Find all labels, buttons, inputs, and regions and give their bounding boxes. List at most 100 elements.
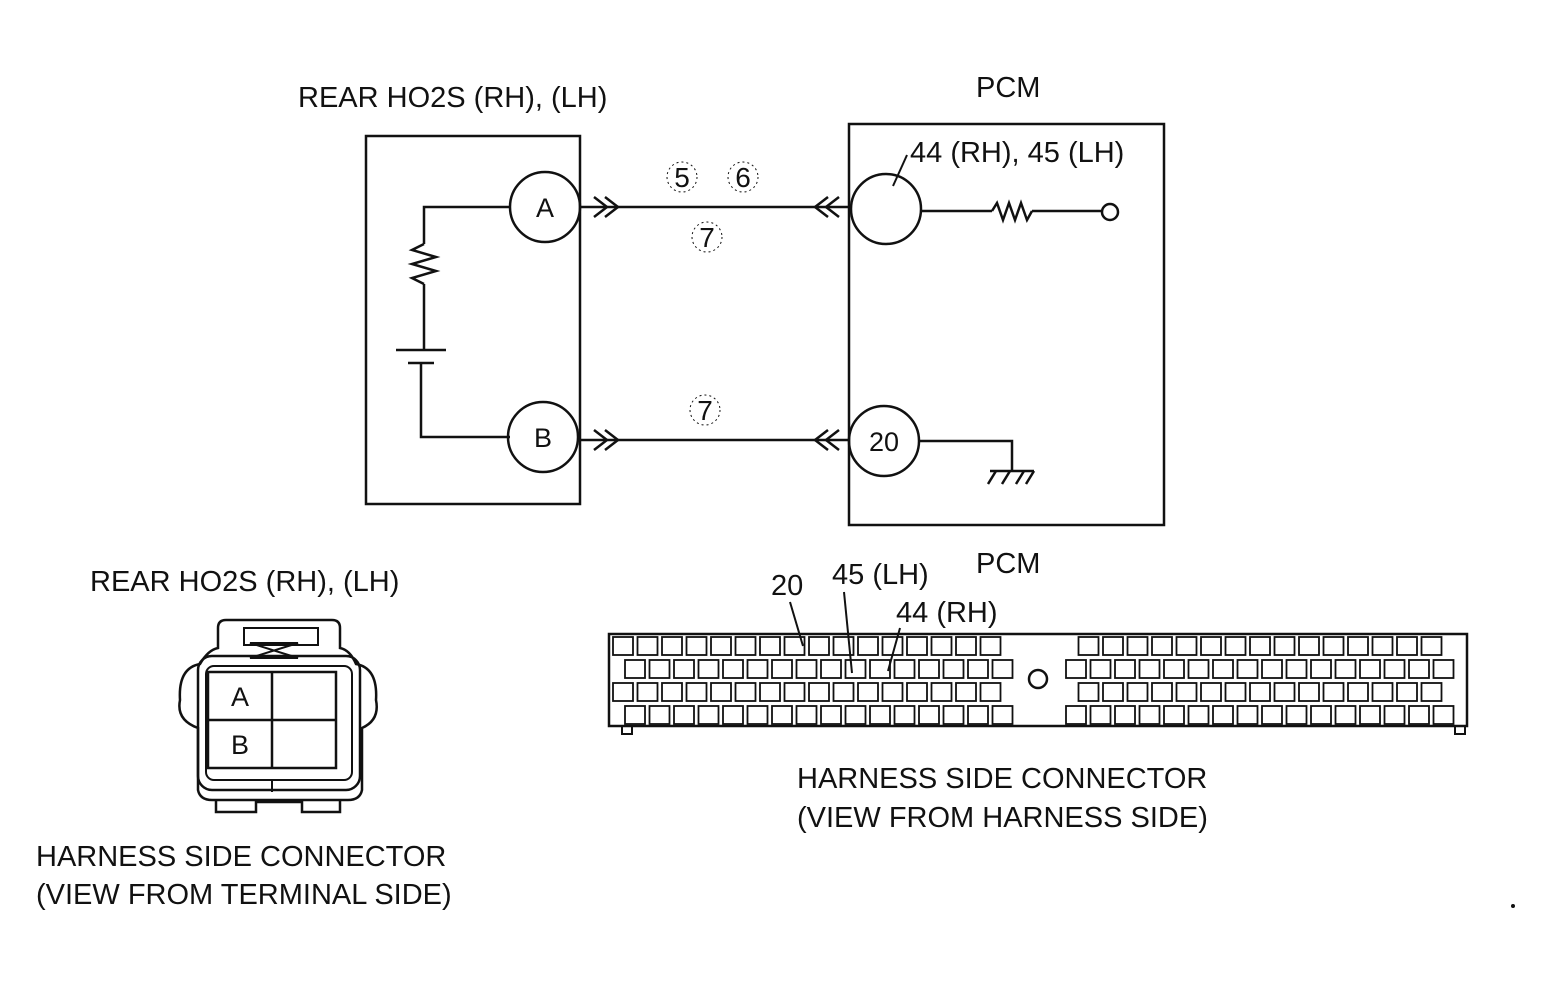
- pcm-pin-cavity: [1236, 659, 1259, 679]
- pcm-pin-cavity: [1334, 659, 1357, 679]
- pcm-pin-cavity: [1224, 682, 1247, 702]
- pcm-pin-cavity: [673, 659, 695, 679]
- pcm-pin-cavity: [1249, 682, 1271, 702]
- pcm-pin-cavity: [918, 659, 940, 679]
- pcm-pin-cavity: [820, 659, 842, 679]
- pcm-pin-cavity: [771, 659, 793, 679]
- connector-arrow-icon: [593, 196, 621, 218]
- pcm-pin-cavity: [1151, 682, 1173, 702]
- pcm-pin-cavity: [783, 636, 806, 656]
- pcm-pin-cavity: [906, 682, 928, 702]
- pcm-pin-cavity: [795, 705, 818, 725]
- pcm-pin-cavity: [1126, 636, 1149, 656]
- pcm-pin-cavity: [979, 636, 1002, 656]
- pcm-pin-cavity: [1138, 705, 1161, 725]
- pcm-connector-pin-grid: [612, 636, 1455, 725]
- pcm-pin-cavity: [967, 659, 989, 679]
- wire-b-marker-7: 7: [689, 394, 721, 426]
- pcm-pin-cavity: [906, 636, 928, 656]
- pcm-pin-cavity: [648, 659, 671, 679]
- pcm-pin-cavity: [1432, 659, 1455, 679]
- pcm-signal-terminal-label: 44 (RH), 45 (LH): [910, 137, 1124, 169]
- pcm-pin-cavity: [1200, 636, 1222, 656]
- pcm-title: PCM: [976, 72, 1040, 104]
- pcm-pin-cavity: [1322, 636, 1345, 656]
- pcm-pin-cavity: [1371, 682, 1394, 702]
- wire-a-marker-6: 6: [727, 161, 759, 193]
- pcm-pin-cavity: [1310, 705, 1332, 725]
- pcm-pin-cavity: [967, 705, 989, 725]
- pcm-pin-cavity: [1065, 705, 1087, 725]
- pcm-connector-caption-line2: (VIEW FROM HARNESS SIDE): [797, 802, 1208, 834]
- pcm-pin-cavity: [1163, 659, 1185, 679]
- pcm-pin-cavity: [930, 636, 953, 656]
- pcm-pin-cavity: [1187, 705, 1210, 725]
- pcm-pin-cavity: [844, 659, 867, 679]
- pcm-pin-cavity: [1114, 705, 1136, 725]
- pcm-pin-cavity: [1089, 705, 1112, 725]
- svg-text:7: 7: [699, 222, 715, 253]
- pcm-pin-cavity: [832, 682, 855, 702]
- pcm-pin-cavity: [710, 682, 732, 702]
- pcm-pin-cavity: [673, 705, 695, 725]
- pcm-pin-cavity: [1102, 682, 1124, 702]
- connector-arrow-icon: [812, 429, 840, 451]
- svg-text:A: A: [536, 193, 554, 223]
- pcm-pin-cavity: [1151, 636, 1173, 656]
- pcm-pin-cavity: [844, 705, 867, 725]
- pcm-pin-cavity: [685, 682, 708, 702]
- pcm-pin-cavity: [1298, 682, 1320, 702]
- resistor-icon: [990, 199, 1034, 224]
- pcm-pin-cavity: [612, 682, 634, 702]
- pcm-pin-cavity: [1175, 636, 1198, 656]
- pcm-pin-cavity: [1359, 659, 1381, 679]
- pcm-pin-cavity: [1249, 636, 1271, 656]
- pcm-pin-cavity: [697, 659, 720, 679]
- pcm-pin-cavity: [1334, 705, 1357, 725]
- pcm-pin-cavity: [1432, 705, 1455, 725]
- wire-a-marker-7: 7: [691, 221, 723, 253]
- pcm-pin-cavity: [1089, 659, 1112, 679]
- pcm-pin-cavity: [1322, 682, 1345, 702]
- pcm-pin-cavity: [1383, 705, 1406, 725]
- sensor-connector-cell-b: B: [231, 730, 249, 760]
- pcm-pin-cavity: [979, 682, 1002, 702]
- pcm-pin-cavity: [685, 636, 708, 656]
- wire-a-marker-5: 5: [666, 161, 698, 193]
- pcm-connector-caption-line1: HARNESS SIDE CONNECTOR: [797, 763, 1207, 795]
- pcm-pin-cavity: [722, 659, 744, 679]
- pcm-pin-cavity: [869, 705, 891, 725]
- sensor-terminal-a: A: [508, 170, 582, 244]
- pcm-pin-cavity: [1285, 705, 1308, 725]
- pcm-callout-20: 20: [771, 570, 803, 602]
- pcm-pin-cavity: [1212, 705, 1234, 725]
- pcm-pin-cavity: [1224, 636, 1247, 656]
- pcm-pin-cavity: [697, 705, 720, 725]
- pcm-pin-cavity: [1396, 636, 1418, 656]
- wire-b: [578, 429, 850, 451]
- pcm-pin-cavity: [1077, 682, 1100, 702]
- pcm-pin-cavity: [1396, 682, 1418, 702]
- pcm-pin-cavity: [869, 659, 891, 679]
- pcm-pin-cavity: [1420, 636, 1443, 656]
- svg-text:B: B: [534, 423, 552, 453]
- pcm-pin-cavity: [1114, 659, 1136, 679]
- pcm-pin-cavity: [1310, 659, 1332, 679]
- svg-text:A: A: [231, 682, 249, 712]
- pcm-pin-cavity: [648, 705, 671, 725]
- pcm-pin-cavity: [612, 636, 634, 656]
- svg-text:6: 6: [735, 162, 751, 193]
- pcm-connector-title: PCM: [976, 548, 1040, 580]
- pcm-pin-cavity: [1285, 659, 1308, 679]
- stray-dot: [1511, 904, 1515, 908]
- sensor-connector-caption-line2: (VIEW FROM TERMINAL SIDE): [36, 879, 452, 911]
- pcm-pin-cavity: [710, 636, 732, 656]
- pcm-pin-cavity: [771, 705, 793, 725]
- pcm-pin-cavity: [746, 705, 769, 725]
- ground-icon: [919, 439, 1036, 485]
- pcm-internal-resistor: [921, 199, 1120, 224]
- pcm-pin-cavity: [1383, 659, 1406, 679]
- pcm-pin-cavity: [1420, 682, 1443, 702]
- pcm-pin-cavity: [857, 682, 879, 702]
- pcm-pin-cavity: [1273, 682, 1296, 702]
